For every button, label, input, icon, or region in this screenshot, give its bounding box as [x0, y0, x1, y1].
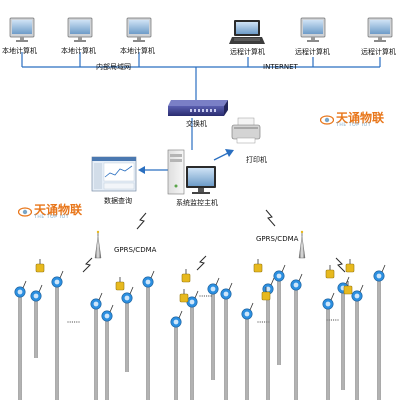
yellow-rtu-icon: [253, 259, 263, 273]
remote-pc-label-2: 远程计算机: [295, 48, 330, 56]
arrow-head-up-right: [225, 149, 234, 157]
monitor-icon: [367, 17, 393, 42]
watermark-name: 天诵物联: [336, 111, 385, 125]
sensor-pole-icon: [241, 302, 254, 400]
yellow-rtu-icon: [181, 269, 191, 283]
ellipsis-marker: [257, 321, 270, 323]
host-arrows: [138, 149, 234, 174]
printer-icon: [231, 117, 261, 144]
gprs-antenna-icon: [94, 230, 102, 259]
yellow-rtu-icon: [35, 259, 45, 273]
watermark-text: 天诵物联 THE TOP IOT: [336, 112, 384, 129]
sensor-pole-icon: [170, 310, 183, 400]
watermark-logo: 天诵物联 THE TOP IOT: [18, 204, 82, 221]
internet-label: INTERNET: [263, 63, 298, 71]
sensor-pole-icon: [351, 284, 364, 400]
printer-label: 打印机: [246, 156, 267, 164]
watermark-sub: THE TOP IOT: [336, 123, 372, 128]
lightning-signal-icon: [82, 209, 346, 273]
watermark-name: 天诵物联: [34, 203, 83, 217]
sensor-pole-icon: [142, 270, 155, 400]
yellow-rtu-icon: [261, 287, 271, 301]
sensor-pole-icon: [273, 264, 286, 365]
gprs-label-left: GPRS/CDMA: [114, 246, 157, 254]
network-lines: [21, 52, 381, 150]
laptop-icon: [229, 20, 265, 44]
sensor-pole-icon: [121, 286, 134, 372]
remote-pc-label-3: 远程计算机: [361, 48, 396, 56]
sensor-pole-icon: [290, 273, 303, 400]
field-devices: [14, 259, 386, 400]
lightning-signal-icon: [335, 257, 346, 273]
ellipsis-marker: [199, 295, 212, 297]
sensor-pole-icon: [373, 264, 386, 400]
arrow-to-printer: [213, 152, 229, 161]
yellow-rtu-icon: [115, 277, 125, 291]
local-pc-label-2: 本地计算机: [61, 47, 96, 55]
ellipsis-marker: [326, 319, 339, 321]
watermark-sub: THE TOP IOT: [34, 215, 70, 220]
remote-pc-label-1: 远程计算机: [230, 48, 265, 56]
arrow-head-left: [138, 166, 145, 174]
data-screen-icon: [91, 156, 137, 192]
sensor-pole-icon: [186, 290, 199, 400]
yellow-rtu-icon: [325, 265, 335, 279]
lan-label: 内部局域网: [96, 63, 131, 71]
sensor-pole-icon: [101, 304, 114, 400]
sensor-pole-icon: [220, 282, 233, 400]
switch-label: 交换机: [186, 120, 207, 128]
network-switch-icon: [168, 100, 228, 116]
lightning-signal-icon: [265, 209, 276, 227]
yellow-rtu-icon: [343, 281, 353, 295]
server-tower-icon: [167, 149, 216, 195]
monitor-icon: [126, 17, 152, 42]
monitor-icon: [300, 17, 326, 42]
sensor-pole-icon: [207, 277, 220, 380]
local-pc-label-1: 本地计算机: [2, 47, 37, 55]
gprs-antenna-icon: [298, 230, 306, 259]
monitor-icon: [9, 17, 35, 42]
sensor-pole-icon: [262, 277, 275, 400]
local-pc-label-3: 本地计算机: [120, 47, 155, 55]
monitor-icon: [67, 17, 93, 42]
sensor-pole-icon: [30, 284, 43, 358]
sensor-pole-icon: [14, 280, 27, 400]
yellow-rtu-icon: [179, 289, 189, 303]
watermark-eye-icon: [18, 207, 32, 217]
watermark-eye-icon: [320, 115, 334, 125]
sensor-pole-icon: [90, 292, 103, 400]
data-query-label: 数据查询: [104, 197, 132, 205]
watermark-logo: 天诵物联 THE TOP IOT: [320, 112, 384, 129]
gprs-label-right: GPRS/CDMA: [256, 235, 299, 243]
watermark-text: 天诵物联 THE TOP IOT: [34, 204, 82, 221]
lightning-signal-icon: [196, 255, 207, 271]
lightning-signal-icon: [82, 257, 93, 273]
sensor-pole-icon: [51, 270, 64, 400]
host-label: 系统监控主机: [176, 199, 218, 207]
ellipsis-marker: [67, 321, 80, 323]
lightning-signal-icon: [136, 212, 147, 230]
sensor-pole-icon: [322, 292, 335, 400]
yellow-rtu-icon: [345, 259, 355, 273]
